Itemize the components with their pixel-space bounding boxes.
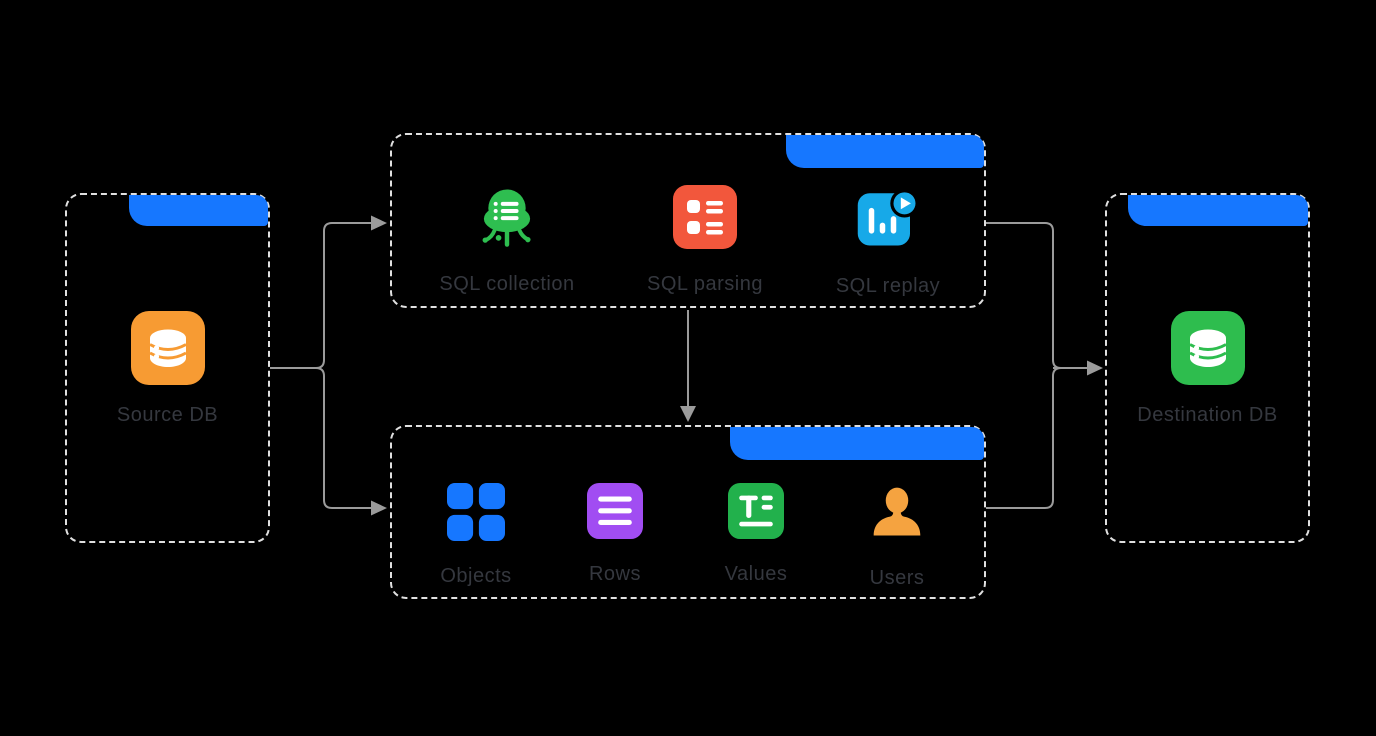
destination-db-group: Destination DB (1107, 311, 1308, 426)
item-label: Objects (440, 565, 512, 587)
item-label: Values (724, 563, 788, 585)
destination-db-label: Destination DB (1137, 404, 1278, 426)
destination-database-icon (1170, 311, 1245, 389)
step-label: SQL replay (835, 275, 941, 297)
step-label: SQL parsing (647, 273, 763, 295)
sql-replay-icon (855, 185, 921, 251)
sql-pipeline-tab (786, 135, 984, 168)
item-users: Users (812, 483, 982, 589)
connector-source-to-top (315, 222, 371, 369)
source-db-label: Source DB (116, 404, 219, 426)
source-db-node: Source DB (65, 193, 270, 543)
arrowhead-down (680, 406, 696, 422)
step-sql-parsing: SQL parsing (620, 185, 790, 295)
values-icon (728, 483, 784, 539)
step-sql-collection: SQL collection (422, 185, 592, 295)
source-database-icon (130, 311, 205, 389)
destination-db-tab (1128, 195, 1308, 226)
data-dimensions-node: Objects Rows (390, 425, 986, 599)
rows-icon (587, 483, 643, 539)
sql-parsing-icon (673, 185, 737, 249)
destination-db-node: Destination DB (1105, 193, 1310, 543)
source-db-tab (129, 195, 268, 226)
item-objects: Objects (391, 483, 561, 587)
objects-icon (447, 483, 505, 541)
item-label: Users (869, 567, 925, 589)
step-sql-replay: SQL replay (803, 185, 973, 297)
source-db-group: Source DB (67, 311, 268, 426)
connector-top-to-dest (986, 222, 1062, 369)
arrowhead-to-bottom-box (371, 500, 387, 516)
data-dimensions-tab (730, 427, 984, 460)
users-icon (867, 483, 927, 543)
sql-pipeline-node: SQL collection SQL parsing (390, 133, 986, 308)
item-label: Rows (588, 563, 641, 585)
arrowhead-to-top-box (371, 215, 387, 231)
sql-collection-icon (475, 185, 539, 249)
connector-source-to-bottom (315, 367, 371, 509)
connector-bottom-to-dest (986, 367, 1062, 509)
step-label: SQL collection (439, 273, 575, 295)
item-rows: Rows (530, 483, 700, 585)
arrowhead-to-dest (1087, 360, 1103, 376)
item-values: Values (671, 483, 841, 585)
